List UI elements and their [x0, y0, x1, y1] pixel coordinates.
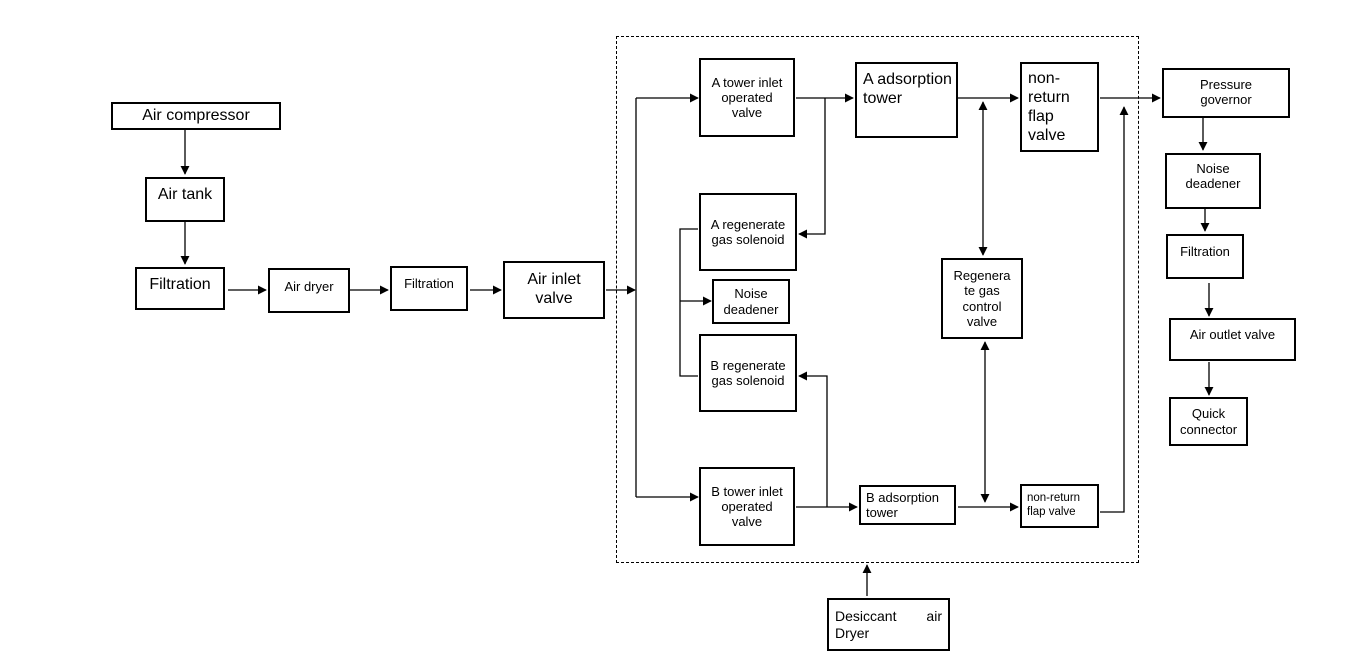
b-non-return-valve-label: non-return flap valve — [1027, 492, 1081, 518]
air-tank-box: Air tank — [145, 177, 225, 222]
b-tower-inlet-valve-box: B tower inlet operated valve — [699, 467, 795, 546]
a-non-return-valve-box: non-return flap valve — [1020, 62, 1099, 152]
air-inlet-valve-box: Air inlet valve — [503, 261, 605, 319]
a-tower-inlet-valve-box: A tower inlet operated valve — [699, 58, 795, 137]
a-regenerate-solenoid-label: A regenerate gas solenoid — [710, 216, 786, 247]
filtration-box-1: Filtration — [135, 267, 225, 310]
a-non-return-valve-label: non-return flap valve — [1028, 70, 1070, 144]
noise-deadener-label-a: Noise deadener — [723, 286, 779, 317]
a-tower-inlet-valve-label: A tower inlet operated valve — [711, 74, 783, 121]
arrow-a-to-regen-solenoid — [798, 98, 826, 239]
air-compressor-box: Air compressor — [111, 102, 281, 130]
a-adsorption-tower-label: A adsorption tower — [863, 71, 952, 107]
solenoid-exhaust-line — [679, 228, 698, 377]
quick-connector-label: Quick connector — [1179, 406, 1238, 437]
regenerate-control-valve-box: Regenera te gas control valve — [941, 258, 1023, 339]
pressure-governor-label: Pressure governor — [1199, 77, 1253, 108]
arrow-b-check-to-output — [1100, 106, 1129, 513]
air-dryer-label: Air dryer — [284, 279, 334, 294]
noise-deadener-label-b: Noise deadener — [1185, 161, 1241, 192]
noise-deadener-box-a: Noise deadener — [712, 279, 790, 324]
a-regenerate-solenoid-box: A regenerate gas solenoid — [699, 193, 797, 271]
b-adsorption-tower-label: B adsorption tower — [866, 489, 939, 520]
filtration-box-3: Filtration — [1166, 234, 1244, 279]
filtration-label-1: Filtration — [149, 276, 211, 293]
air-inlet-valve-label: Air inlet valve — [527, 271, 581, 307]
desiccant-dryer-label: Desiccant air Dryer — [835, 607, 942, 641]
desiccant-dryer-boundary — [616, 36, 1139, 563]
desiccant-dryer-label-box: Desiccant air Dryer — [827, 598, 950, 651]
air-outlet-valve-label: Air outlet valve — [1189, 327, 1276, 342]
air-outlet-valve-box: Air outlet valve — [1169, 318, 1296, 361]
quick-connector-box: Quick connector — [1169, 397, 1248, 446]
a-adsorption-tower-box: A adsorption tower — [855, 62, 958, 138]
filtration-box-2: Filtration — [390, 266, 468, 311]
regenerate-control-valve-label: Regenera te gas control valve — [953, 267, 1011, 329]
filtration-label-2: Filtration — [404, 276, 454, 291]
filtration-label-3: Filtration — [1180, 244, 1230, 259]
arrow-b-to-regen-solenoid — [798, 371, 828, 507]
b-non-return-valve-box: non-return flap valve — [1020, 484, 1099, 528]
b-tower-inlet-valve-label: B tower inlet operated valve — [711, 483, 783, 530]
pressure-governor-box: Pressure governor — [1162, 68, 1290, 118]
b-regenerate-solenoid-label: B regenerate gas solenoid — [710, 357, 786, 388]
b-regenerate-solenoid-box: B regenerate gas solenoid — [699, 334, 797, 412]
b-adsorption-tower-box: B adsorption tower — [859, 485, 956, 525]
air-compressor-label: Air compressor — [142, 106, 250, 124]
noise-deadener-box-b: Noise deadener — [1165, 153, 1261, 209]
air-tank-label: Air tank — [157, 186, 213, 203]
air-dryer-box: Air dryer — [268, 268, 350, 313]
